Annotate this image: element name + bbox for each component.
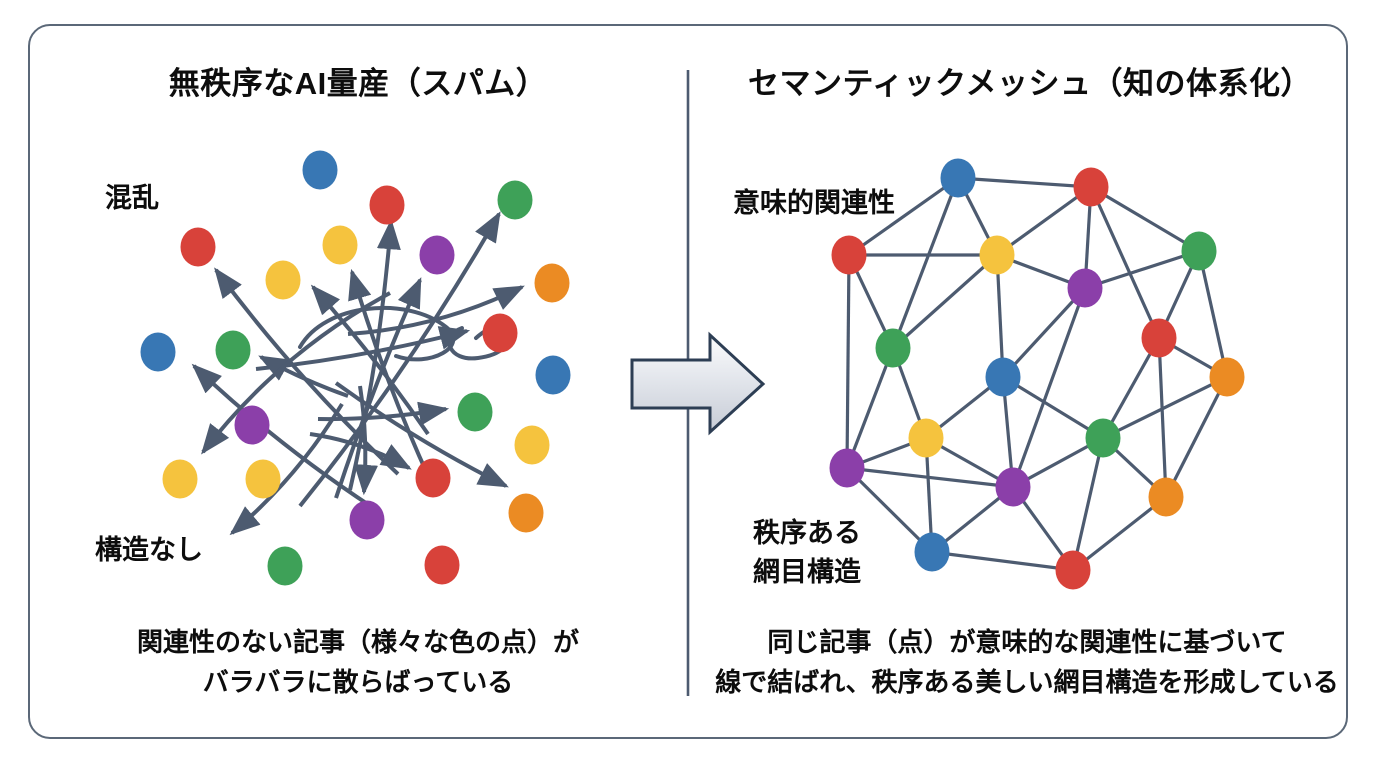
- scatter-dot-green: [497, 180, 533, 220]
- network-node-blue: [985, 357, 1021, 397]
- network-node-purple: [1067, 268, 1103, 308]
- network-node-green: [1085, 418, 1121, 458]
- network-edge: [1011, 287, 1087, 488]
- network-edge: [1102, 375, 1228, 440]
- network-node-yellow: [979, 235, 1015, 275]
- network-node-red: [1055, 550, 1091, 590]
- semantic-relevance-label: 意味的関連性: [733, 188, 895, 218]
- scatter-dot-blue: [140, 332, 176, 372]
- scatter-dot-red: [369, 185, 405, 225]
- scatter-dot-red: [415, 458, 451, 498]
- scatter-dot-red: [482, 313, 518, 353]
- scatter-dot-yellow: [265, 260, 301, 300]
- ordered-mesh-label-line2: 網目構造: [753, 557, 861, 588]
- network-edge: [1090, 185, 1200, 253]
- network-node-red: [1141, 318, 1177, 358]
- scatter-dot-purple: [419, 235, 455, 275]
- network-node-purple: [995, 467, 1031, 507]
- network-edge: [1071, 437, 1105, 571]
- chaos-arrow: [258, 355, 349, 398]
- chaos-arrow: [229, 402, 344, 536]
- chaos-arrow: [191, 363, 374, 509]
- network-node-purple: [829, 448, 865, 488]
- scatter-dot-orange: [508, 493, 544, 533]
- left-panel-title: 無秩序なAI量産（スパム）: [168, 66, 548, 101]
- scatter-dot-green: [267, 546, 303, 586]
- network-node-red: [1073, 167, 1109, 207]
- network-node-blue: [914, 532, 950, 572]
- scatter-dot-blue: [535, 355, 571, 395]
- network-edge: [891, 177, 960, 349]
- transform-arrow-icon: [630, 331, 766, 436]
- scatter-dot-blue: [302, 150, 338, 190]
- chaos-arrow: [348, 218, 401, 491]
- network-edge: [1197, 250, 1229, 378]
- scatter-dot-purple: [349, 500, 385, 540]
- right-caption: 同じ記事（点）が意味的な関連性に基づいて 線で結ばれ、秩序ある美しい網目構造を形…: [692, 622, 1362, 703]
- scatter-dot-yellow: [322, 225, 358, 265]
- network-node-red: [831, 235, 867, 275]
- scatter-dot-red: [180, 227, 216, 267]
- scatter-dot-orange: [534, 263, 570, 303]
- network-edge: [1089, 186, 1161, 339]
- network-node-green: [1181, 231, 1217, 271]
- chaos-arrow: [334, 277, 422, 499]
- right-panel-title: セマンティックメッシュ（知の体系化）: [748, 66, 1312, 101]
- network-edge: [1084, 249, 1200, 290]
- chaos-arrow: [298, 211, 501, 508]
- network-edge: [1157, 337, 1168, 498]
- scatter-dot-red: [424, 545, 460, 585]
- network-edge: [845, 254, 851, 469]
- left-caption-line2: バラバラに散らばっている: [202, 667, 514, 698]
- network-edge: [1101, 337, 1161, 439]
- network-edge: [957, 176, 1092, 189]
- tangle-squiggle: [298, 306, 456, 362]
- network-edge: [846, 466, 1014, 489]
- chaos-arrow: [214, 267, 400, 476]
- network-node-yellow: [908, 418, 944, 458]
- chaos-arrow: [310, 284, 430, 436]
- scatter-dot-purple: [234, 405, 270, 445]
- network-edge: [1001, 286, 1087, 379]
- chaos-arrow: [347, 285, 525, 336]
- ordered-mesh-label: 秩序ある 網目構造: [753, 514, 861, 592]
- scatter-dot-green: [215, 330, 251, 370]
- scatter-dot-yellow: [162, 459, 198, 499]
- network-node-orange: [1148, 477, 1184, 517]
- network-edge: [1072, 495, 1167, 572]
- network-edge: [848, 176, 959, 257]
- left-caption-line1: 関連性のない記事（様々な色の点）が: [136, 627, 579, 657]
- chaos-arrow: [201, 291, 391, 455]
- chaos-label: 混乱: [105, 183, 159, 213]
- network-edge: [845, 347, 895, 469]
- network-node-orange: [1209, 357, 1245, 397]
- network-edge: [891, 253, 999, 350]
- chaos-arrow: [354, 385, 378, 496]
- right-caption-line1: 同じ記事（点）が意味的な関連性に基づいて: [767, 627, 1287, 657]
- network-edge: [996, 185, 1092, 257]
- chaos-arrow: [334, 381, 509, 488]
- network-node-blue: [940, 158, 976, 198]
- left-caption: 関連性のない記事（様々な色の点）が バラバラに散らばっている: [23, 622, 693, 703]
- network-edge: [845, 466, 934, 554]
- scatter-dot-yellow: [514, 425, 550, 465]
- network-edge: [1002, 375, 1104, 440]
- network-edge: [995, 254, 1005, 378]
- network-edge: [1164, 376, 1229, 498]
- right-caption-line2: 線で結ばれ、秩序ある美しい網目構造を形成している: [715, 667, 1339, 698]
- scatter-dot-yellow: [245, 459, 281, 499]
- ordered-mesh-label-line1: 秩序ある: [753, 518, 861, 548]
- no-structure-label: 構造なし: [95, 535, 203, 565]
- network-edge: [931, 550, 1074, 572]
- network-node-green: [875, 328, 911, 368]
- scatter-dot-green: [457, 392, 493, 432]
